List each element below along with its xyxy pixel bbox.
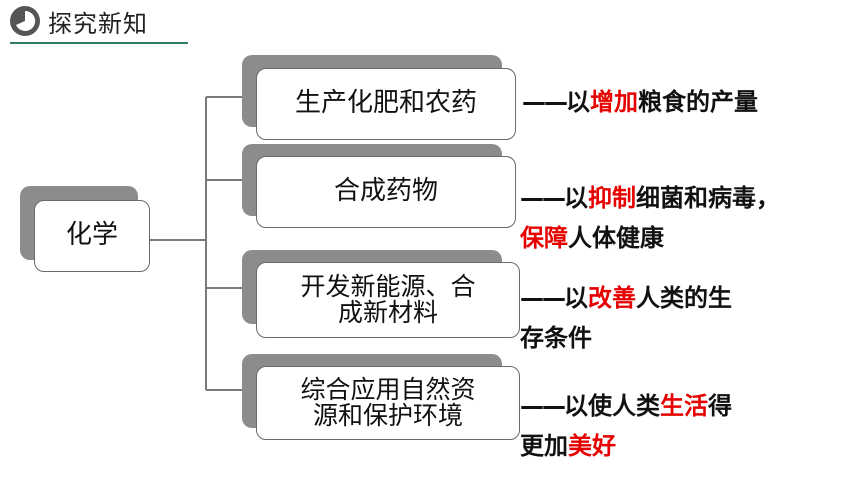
item-4-node: 综合应用自然资 源和保护环境: [256, 366, 520, 440]
note-3-text-2: 存条件: [520, 324, 592, 352]
item-2-node: 合成药物: [256, 156, 516, 228]
note-2-line1: ——以抑制细菌和病毒，: [520, 178, 780, 218]
item-1-node: 生产化肥和农药: [256, 68, 516, 140]
note-3: ——以改善人类的生 存条件: [520, 278, 732, 358]
note-2-text: 细菌和病毒，: [636, 184, 780, 212]
note-3-dash: ——: [520, 284, 566, 312]
note-1-dash: ——: [522, 88, 568, 116]
item-2-label: 合成药物: [333, 176, 438, 207]
note-3-line2: 存条件: [520, 318, 732, 358]
note-2-highlight-2: 保障: [520, 224, 568, 252]
note-4-dash: ——: [520, 392, 566, 420]
section-title: 探究新知: [48, 9, 148, 38]
item-4-label-line1: 综合应用自然资: [300, 374, 476, 404]
center-node: 化学: [34, 200, 150, 272]
note-1-text: 粮食的产量: [638, 88, 758, 116]
note-2-prefix: 以: [564, 184, 588, 212]
item-3-node: 开发新能源、合 成新材料: [256, 262, 520, 338]
note-4-text-2: 更加: [520, 432, 568, 460]
note-3-text: 人类的生: [636, 284, 732, 312]
note-2-text-2: 人体健康: [568, 224, 664, 252]
note-4-line1: ——以使人类生活得: [520, 386, 732, 426]
item-3-label-line1: 开发新能源、合: [300, 271, 476, 301]
note-3-prefix: 以: [564, 284, 588, 312]
note-1: ——以增加粮食的产量: [522, 82, 758, 122]
note-1-highlight: 增加: [590, 88, 638, 116]
item-3-label-line2: 成新材料: [337, 298, 438, 327]
note-4-prefix: 以使人类: [564, 392, 660, 420]
note-2: ——以抑制细菌和病毒， 保障人体健康: [520, 178, 780, 258]
note-2-highlight: 抑制: [588, 184, 636, 212]
item-4-label-line2: 源和保护环境: [312, 401, 463, 430]
note-4-highlight-2: 美好: [568, 432, 616, 460]
note-2-dash: ——: [520, 184, 566, 212]
center-node-label: 化学: [65, 220, 118, 251]
note-3-highlight: 改善: [588, 284, 636, 312]
header-underline: [10, 42, 188, 44]
note-3-line1: ——以改善人类的生: [520, 278, 732, 318]
item-1-label: 生产化肥和农药: [294, 88, 477, 119]
note-1-prefix: 以: [566, 88, 590, 116]
note-4: ——以使人类生活得 更加美好: [520, 386, 732, 466]
pie-icon: [10, 6, 40, 36]
section-header: 探究新知: [10, 4, 148, 38]
note-2-line2: 保障人体健康: [520, 218, 780, 258]
note-4-text: 得: [708, 392, 732, 420]
note-4-line2: 更加美好: [520, 426, 732, 466]
note-4-highlight: 生活: [660, 392, 708, 420]
